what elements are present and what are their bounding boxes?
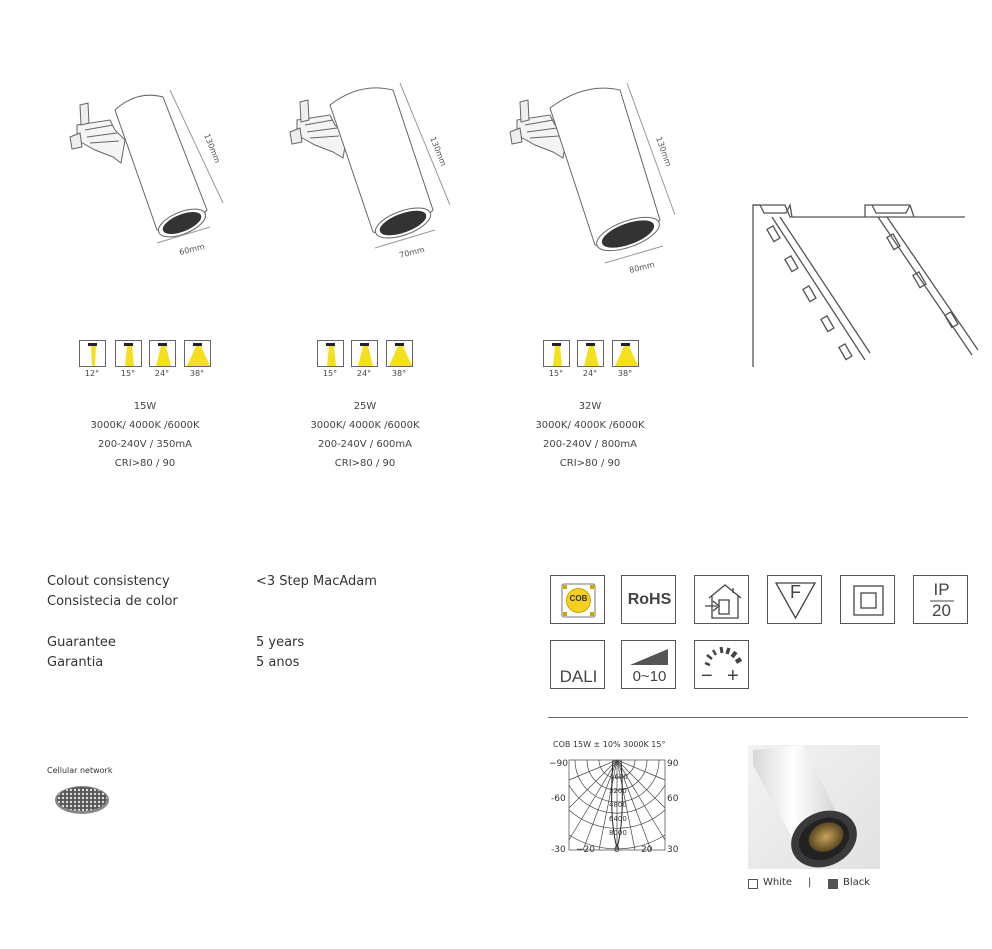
width-dimension: 80mm	[628, 260, 655, 275]
voltage-current: 200-240V / 800mA	[542, 439, 638, 450]
f-mark-icon: F	[767, 575, 822, 624]
rohs-icon: RoHS	[621, 575, 676, 624]
beam-label: 38°	[391, 369, 407, 378]
beam-label: 12°	[84, 369, 100, 378]
polar-caption: COB 15W ± 10% 3000K 15°	[553, 740, 666, 749]
beam-label: 38°	[617, 369, 633, 378]
label-es: Garantia	[47, 655, 104, 670]
value: <3 Step MacAdam	[256, 574, 377, 589]
radial-label: 1600	[610, 773, 628, 781]
ip-rating-text: 20	[932, 601, 951, 620]
value-en: 5 years	[256, 635, 305, 650]
dali-icon: DALI	[550, 640, 605, 689]
beam-label: 24°	[154, 369, 170, 378]
height-dimension: 130mm	[202, 132, 222, 164]
color-temperature: 3000K/ 4000K /6000K	[310, 420, 420, 431]
product-photo	[748, 745, 880, 869]
power-rating: 25W	[353, 401, 377, 412]
black-swatch	[828, 879, 838, 889]
beam-label: 15°	[120, 369, 136, 378]
power-rating: 15W	[133, 401, 157, 412]
radial-label: 3200	[609, 787, 627, 795]
height-dimension: 130mm	[428, 135, 448, 167]
voltage-current: 200-240V / 600mA	[317, 439, 413, 450]
radial-label: 4800	[609, 801, 627, 809]
colour-consistency-value: <3 Step MacAdam	[256, 572, 377, 592]
plus-text: +	[727, 665, 739, 687]
white-swatch	[748, 879, 758, 889]
polar-label: −20	[576, 845, 595, 855]
dali-text: DALI	[559, 667, 598, 686]
ip-text: IP	[933, 580, 950, 599]
label-es: Consistecia de color	[47, 594, 178, 609]
beam-24-icon	[577, 340, 604, 367]
beam-24-icon	[351, 340, 378, 367]
beam-15-icon	[317, 340, 344, 367]
dimmable-icon: − +	[694, 640, 749, 689]
dimming-text: 0~10	[632, 668, 667, 685]
power-rating: 32W	[578, 401, 602, 412]
width-dimension: 60mm	[178, 242, 205, 257]
white-label: White	[763, 877, 793, 888]
cob-text: COB	[569, 594, 588, 603]
guarantee-label: Guarantee Garantia	[47, 633, 116, 673]
spotlight-drawing-80mm: 130mm 80mm	[509, 82, 676, 275]
color-temperature: 3000K/ 4000K /6000K	[90, 420, 200, 431]
cri-rating: CRI>80 / 90	[334, 458, 396, 469]
beam-15-icon	[115, 340, 142, 367]
label-en: Guarantee	[47, 635, 116, 650]
beam-38-icon	[612, 340, 639, 367]
value-es: 5 anos	[256, 655, 300, 670]
polar-label: 30	[667, 845, 679, 855]
polar-label: 90	[667, 759, 679, 769]
colour-consistency-label: Colout consistency Consistecia de color	[47, 572, 178, 612]
cri-rating: CRI>80 / 90	[559, 458, 621, 469]
minus-text: −	[701, 665, 713, 687]
finish-separator: |	[808, 877, 812, 888]
polar-label: -30	[551, 845, 566, 855]
accessory-label: Cellular network	[47, 766, 113, 775]
beam-label: 24°	[356, 369, 372, 378]
f-mark-text: F	[790, 582, 801, 602]
spec-block-15w: 15W 3000K/ 4000K /6000K 200-240V / 350mA…	[75, 397, 215, 473]
ip20-icon: IP 20	[913, 575, 968, 624]
polar-label: 60	[667, 794, 679, 804]
class-ii-icon	[840, 575, 895, 624]
polar-label: 20	[641, 845, 653, 855]
spotlight-drawing-60mm: 130mm 60mm	[69, 89, 224, 257]
radial-label: 6400	[609, 815, 627, 823]
label-en: Colout consistency	[47, 574, 170, 589]
beam-label: 15°	[548, 369, 564, 378]
section-divider	[548, 717, 968, 718]
cri-rating: CRI>80 / 90	[114, 458, 176, 469]
beam-38-icon	[386, 340, 413, 367]
black-label: Black	[843, 877, 871, 888]
guarantee-value: 5 years 5 anos	[256, 633, 304, 673]
indoor-use-icon	[694, 575, 749, 624]
spec-block-25w: 25W 3000K/ 4000K /6000K 200-240V / 600mA…	[295, 397, 435, 473]
beam-38-icon	[184, 340, 211, 367]
beam-15-icon	[543, 340, 570, 367]
color-temperature: 3000K/ 4000K /6000K	[535, 420, 645, 431]
beam-label: 38°	[189, 369, 205, 378]
spotlight-drawing-70mm: 130mm 70mm	[289, 82, 451, 260]
dimming-0-10-icon: 0~10	[621, 640, 676, 689]
radial-label: 8000	[609, 829, 627, 837]
polar-light-distribution-diagram	[568, 759, 666, 851]
cellular-network-icon	[55, 786, 109, 814]
beam-12-icon	[79, 340, 106, 367]
voltage-current: 200-240V / 350mA	[97, 439, 193, 450]
polar-label: −90	[549, 759, 568, 769]
rohs-text: RoHS	[627, 591, 672, 608]
cob-icon: COB	[550, 575, 605, 624]
polar-label: -60	[551, 794, 566, 804]
beam-24-icon	[149, 340, 176, 367]
beam-label: 15°	[322, 369, 338, 378]
width-dimension: 70mm	[398, 245, 425, 260]
spec-block-32w: 32W 3000K/ 4000K /6000K 200-240V / 800mA…	[520, 397, 660, 473]
polar-label: 0	[614, 845, 620, 855]
beam-label: 24°	[582, 369, 598, 378]
track-installation-diagram	[752, 202, 979, 367]
height-dimension: 130mm	[654, 136, 673, 168]
